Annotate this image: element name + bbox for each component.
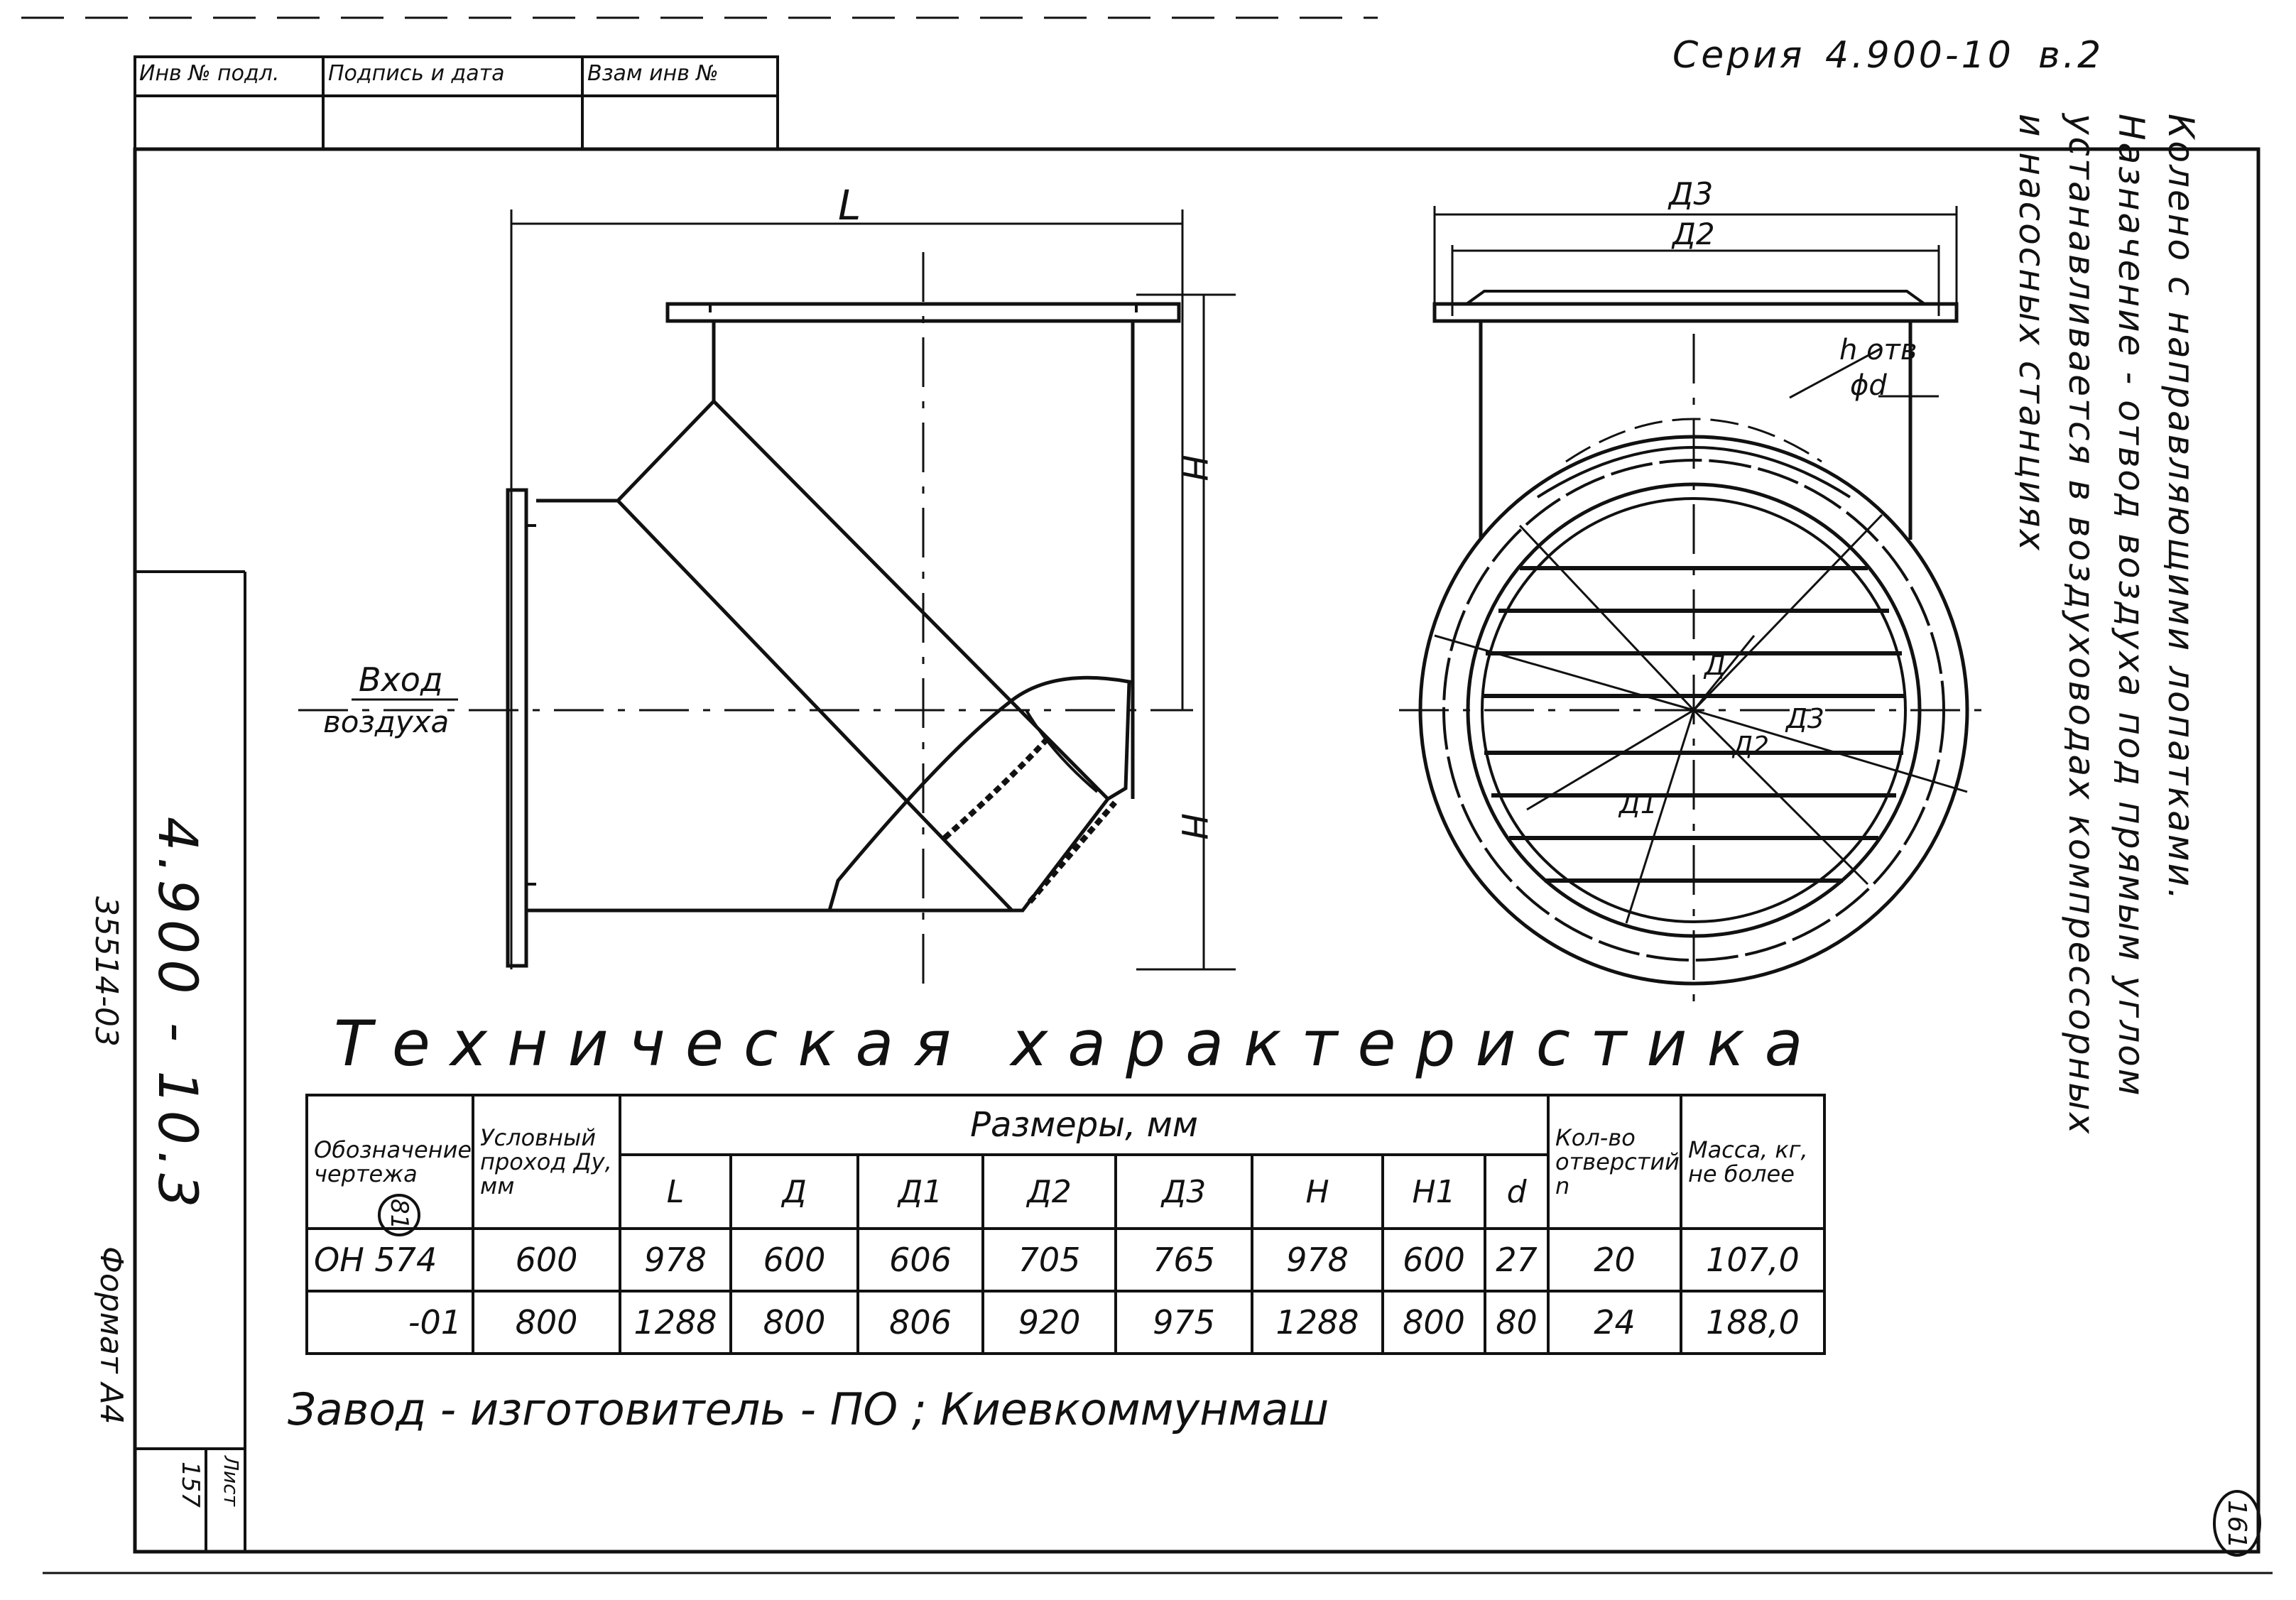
cell-D1: 806 <box>856 1290 985 1355</box>
cell-D3: 765 <box>1114 1227 1254 1292</box>
cell-D1: 606 <box>856 1227 985 1292</box>
cell-holes: 24 <box>1547 1290 1682 1355</box>
hdr-dim-D: Д <box>729 1153 860 1230</box>
cell-d: 80 <box>1484 1290 1550 1355</box>
cell-D: 800 <box>729 1290 860 1355</box>
cell-nominal: 800 <box>472 1290 622 1355</box>
cell-L: 1288 <box>619 1290 733 1355</box>
holes-label: h отв <box>1839 334 1917 366</box>
hdr-nominal: Условный проход Ду, мм <box>472 1094 622 1230</box>
spec-table: Обозначение чертежа Условный проход Ду, … <box>305 1094 1826 1355</box>
hdr-dim-H1: H1 <box>1381 1153 1487 1230</box>
sheet-number: 157 <box>176 1462 205 1508</box>
inlet-label-bottom: воздуха <box>323 704 450 739</box>
dim-label-H: H <box>1173 455 1214 481</box>
title-line-4: и насосных станциях <box>2011 114 2052 553</box>
series-label: Серия <box>1672 34 1805 77</box>
hdr-dimensions: Размеры, мм <box>619 1094 1550 1156</box>
cell-H1: 600 <box>1381 1227 1487 1292</box>
series-issue: в.2 <box>2038 34 2104 77</box>
hdr-designation: Обозначение чертежа <box>305 1094 475 1230</box>
title-line-1: Колено с направляющими лопатками. <box>2160 114 2202 903</box>
stamp-box <box>134 55 779 151</box>
hdr-holes: Кол-во отверстий n <box>1547 1094 1682 1230</box>
dim-label-H1: H <box>1173 813 1214 840</box>
cell-H: 1288 <box>1251 1290 1385 1355</box>
cell-H1: 800 <box>1381 1290 1487 1355</box>
series-number: 4.900-10 <box>1825 34 2014 77</box>
cell-L: 978 <box>619 1227 733 1292</box>
hdr-dim-d: d <box>1484 1153 1550 1230</box>
stamp-cell-inventory: Инв № подл. <box>139 61 280 86</box>
doc-code: 4.900 - 10.3 <box>146 817 210 1214</box>
cell-mass: 188,0 <box>1679 1290 1826 1355</box>
title-block: Колено с направляющими лопатками. Назнач… <box>1981 114 2216 1250</box>
manufacturer-note: Завод - изготовитель - ПО ; Киевкоммунма… <box>288 1383 1329 1435</box>
title-line-2: Назначение - отвод воздуха под прямым уг… <box>2111 114 2152 1098</box>
hdr-dim-H: H <box>1251 1153 1385 1230</box>
cell-d: 27 <box>1484 1227 1550 1292</box>
hdr-dim-D1: Д1 <box>856 1153 985 1230</box>
hdr-dim-D2: Д2 <box>981 1153 1118 1230</box>
table-row: ОН 574 600 978 600 606 705 765 978 600 2… <box>305 1227 1826 1292</box>
hdr-mass: Масса, кг, не более <box>1679 1094 1826 1230</box>
dim-label-D1: Д1 <box>1619 788 1658 820</box>
hdr-dim-L: L <box>619 1153 733 1230</box>
cell-holes: 20 <box>1547 1227 1682 1292</box>
inlet-label-top: Вход <box>359 660 443 699</box>
cell-designation: ОН 574 <box>305 1227 475 1292</box>
stamp-cell-replace: Взам инв № <box>587 61 719 86</box>
holes-diameter-label: ϕd <box>1850 369 1887 402</box>
cell-designation: -01 <box>305 1290 475 1355</box>
dim-label-L: L <box>838 181 861 229</box>
format-label: Формат А4 <box>93 1246 129 1425</box>
archive-number: 35514-03 <box>88 896 124 1047</box>
hdr-dim-D3: Д3 <box>1114 1153 1254 1230</box>
dim-label-D3: Д3 <box>1669 176 1714 212</box>
dim-label-D-center: Д <box>1704 650 1726 681</box>
cell-D2: 920 <box>981 1290 1118 1355</box>
cell-D: 600 <box>729 1227 860 1292</box>
sheet-frame <box>133 147 2260 1554</box>
cell-D3: 975 <box>1114 1290 1254 1355</box>
dim-label-D2-front: Д2 <box>1733 731 1770 761</box>
stamp-cell-signature: Подпись и дата <box>328 61 505 86</box>
cell-mass: 107,0 <box>1679 1227 1826 1292</box>
page-number: 161 <box>2222 1500 2251 1549</box>
cell-D2: 705 <box>981 1227 1118 1292</box>
sheet-label: Лист <box>219 1456 243 1506</box>
title-line-3: устанавливается в воздуховодах компрессо… <box>2061 114 2102 1136</box>
circled-number: 81 <box>385 1199 413 1230</box>
cell-H: 978 <box>1251 1227 1385 1292</box>
dim-label-D2: Д2 <box>1672 217 1715 251</box>
cell-nominal: 600 <box>472 1227 622 1292</box>
tech-title: Техническая характеристика <box>334 1007 1823 1080</box>
table-row: -01 800 1288 800 806 920 975 1288 800 80… <box>305 1290 1826 1355</box>
dim-label-D3-front: Д3 <box>1786 703 1824 734</box>
